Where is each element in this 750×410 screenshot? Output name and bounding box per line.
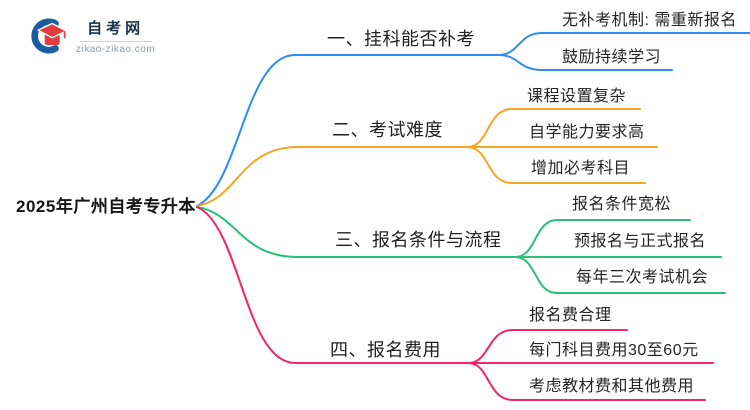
branch-3-child-2-label: 预报名与正式报名 [574, 233, 707, 250]
branch-1-child-1-label: 无补考机制: 需重新报名 [562, 12, 737, 29]
branch-3-label: 三、报名条件与流程 [335, 230, 502, 250]
branch-4-child-2-label: 每门科目费用30至60元 [529, 342, 699, 359]
branch-2-child-2-label: 自学能力要求高 [529, 124, 645, 141]
root-node-label: 2025年广州自考专升本 [16, 197, 196, 216]
branch-4-child-3-label: 考虑教材费和其他费用 [529, 378, 695, 395]
branch-1-child-1-line [497, 32, 750, 56]
branch-4-main-line [196, 206, 469, 364]
branch-4-child-1-line [467, 329, 628, 364]
site-logo: 自考网 zikao-zikao.com [28, 16, 155, 56]
branch-3-main-line [196, 206, 516, 258]
branch-2-label: 二、考试难度 [332, 120, 443, 140]
logo-divider [79, 41, 152, 42]
branch-1-child-2-label: 鼓励持续学习 [562, 49, 662, 66]
branch-2-child-1-line [466, 108, 641, 148]
logo-domain: zikao-zikao.com [76, 44, 156, 55]
branch-4-label: 四、报名费用 [330, 340, 441, 360]
branch-2-child-3-label: 增加必考科目 [531, 160, 631, 177]
logo-title: 自考网 [87, 20, 145, 37]
branch-1-child-2-line [497, 54, 673, 71]
logo-text-block: 自考网 zikao-zikao.com [76, 17, 155, 55]
branch-2-child-1-label: 课程设置复杂 [527, 88, 627, 105]
branch-4-child-1-label: 报名费合理 [529, 307, 612, 324]
branch-3-child-1-line [514, 219, 691, 258]
branch-3-child-3-line [514, 256, 726, 294]
branch-4-child-3-line [467, 362, 706, 401]
graduation-cap-icon [31, 18, 68, 54]
branch-2-main-line [196, 146, 468, 207]
branch-1-main-line [196, 54, 499, 207]
branch-3-child-1-label: 报名条件宽松 [572, 196, 672, 213]
branch-1-label: 一、挂科能否补考 [327, 29, 475, 49]
branch-3-child-3-label: 每年三次考试机会 [576, 269, 709, 286]
branch-2-child-3-line [466, 146, 646, 184]
